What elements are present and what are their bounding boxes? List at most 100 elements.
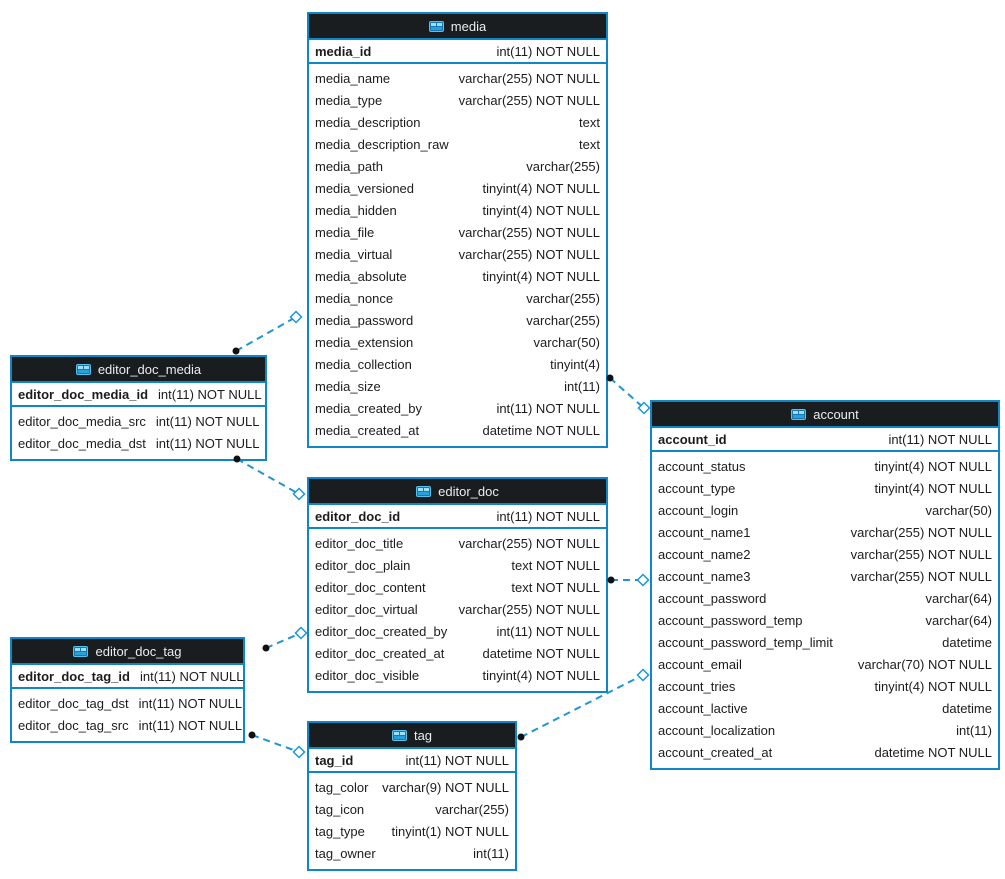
column-name: account_password <box>658 590 767 606</box>
column-name: media_absolute <box>315 268 407 284</box>
table-title: editor_doc <box>438 483 499 499</box>
column-type: int(11) NOT NULL <box>496 400 600 416</box>
table-icon <box>391 729 407 741</box>
table-icon <box>791 408 807 420</box>
column-type: varchar(255) <box>526 312 600 328</box>
column-type: varchar(64) <box>925 590 992 606</box>
column-name: media_name <box>315 70 391 86</box>
table-header[interactable]: editor_doc_media <box>12 357 265 383</box>
column-type: varchar(255) NOT NULL <box>458 535 600 551</box>
column-row[interactable]: media_type varchar(255) NOT NULL <box>309 89 606 111</box>
column-type: text <box>579 114 600 130</box>
column-type: varchar(255) NOT NULL <box>850 568 992 584</box>
column-type: datetime <box>942 634 992 650</box>
column-type: int(11) NOT NULL <box>888 431 992 447</box>
column-name: account_password_temp <box>658 612 803 628</box>
table-header[interactable]: editor_doc_tag <box>12 639 243 665</box>
column-type: varchar(255) NOT NULL <box>458 92 600 108</box>
table-title: media <box>450 18 487 34</box>
column-row[interactable]: account_password varchar(64) <box>652 587 998 609</box>
column-name: editor_doc_created_at <box>315 645 445 661</box>
table-header[interactable]: account <box>652 402 998 428</box>
column-type: int(11) NOT NULL <box>158 386 262 402</box>
column-name: media_hidden <box>315 202 397 218</box>
column-name: account_login <box>658 502 739 518</box>
column-type: datetime NOT NULL <box>482 645 600 661</box>
column-name: media_type <box>315 92 383 108</box>
column-row[interactable]: editor_doc_created_at datetime NOT NULL <box>309 642 606 664</box>
table-header[interactable]: tag <box>309 723 515 749</box>
table-header[interactable]: editor_doc <box>309 479 606 505</box>
column-type: int(11) NOT NULL <box>496 623 600 639</box>
table-header[interactable]: media <box>309 14 606 40</box>
column-name: media_id <box>315 43 372 59</box>
column-type: tinyint(4) NOT NULL <box>874 678 992 694</box>
column-name: account_created_at <box>658 744 773 760</box>
column-type: int(11) NOT NULL <box>155 435 260 451</box>
column-name: tag_id <box>315 752 354 768</box>
column-name: tag_type <box>315 823 365 839</box>
column-type: int(11) NOT NULL <box>138 695 243 711</box>
